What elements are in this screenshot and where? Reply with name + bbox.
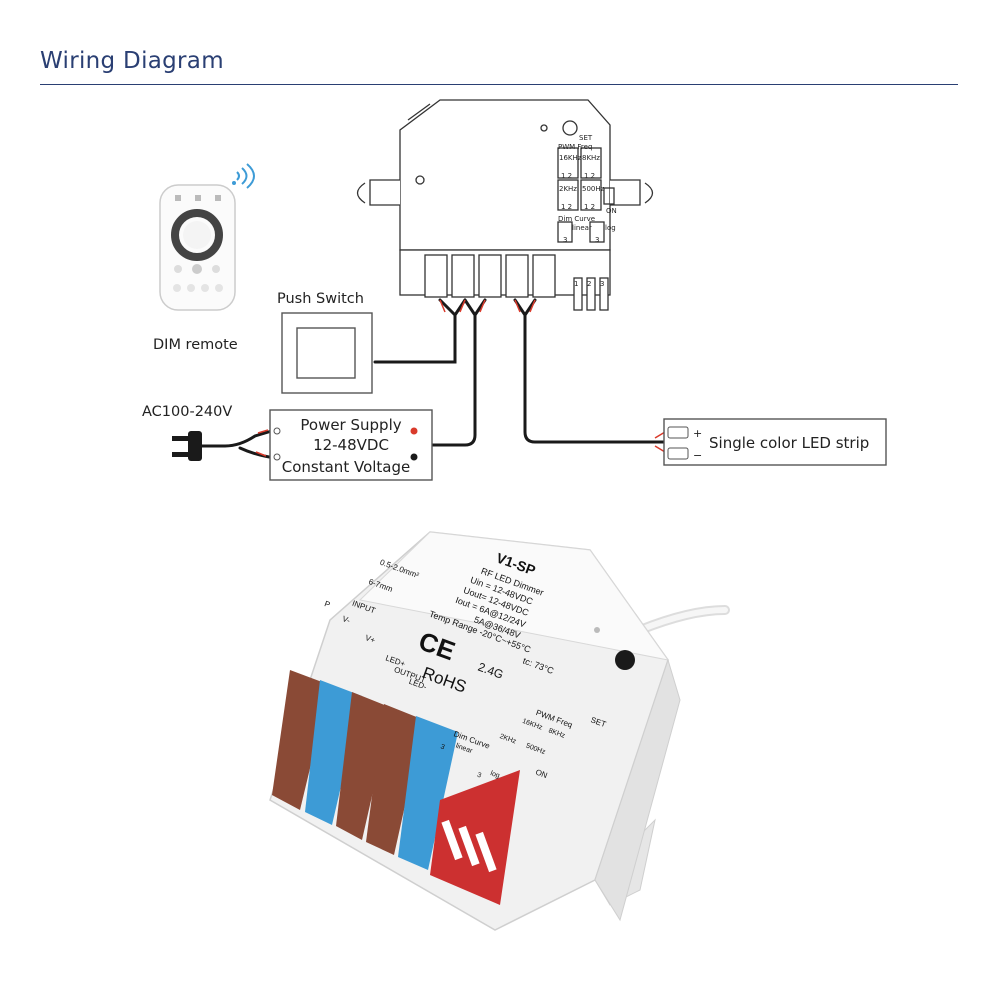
product-three-a: 3 [439,743,445,751]
module-8k: 8KHz [582,154,600,162]
title-divider [40,84,958,85]
remote-dial [171,209,223,261]
wireless-icon [236,163,255,189]
ribbon-connector [430,770,520,905]
module-dimcurve: Dim Curve [558,215,595,223]
module-dip-c: 1 2 [561,203,572,211]
wire-led [523,313,670,444]
wire-ac-a [193,428,277,448]
mount-tab-left [369,179,400,206]
led-indicator [415,175,425,185]
power-supply-box [269,409,433,481]
module-2k: 2KHz [559,185,577,193]
led-plus-sign: + [693,427,702,440]
ac-label: AC100-240V [142,404,232,420]
module-dip-d: 1 2 [584,203,595,211]
remote-label: DIM remote [153,337,238,353]
psu-line3: Constant Voltage [282,458,410,476]
product-set-button [615,650,635,670]
product-illustration: V1-SP RF LED Dimmer Uin = 12-48VDC Uout=… [269,531,730,931]
psu-line2: 12-48VDC [313,436,389,454]
module-log: log [605,224,616,232]
module-term-2: 2 [587,280,591,288]
mount-tab-right [610,179,641,206]
led-strip-label: Single color LED strip [709,434,869,452]
psu-term-l [273,427,281,435]
psu-term-minus [410,453,418,461]
module-set-label: SET [579,134,593,142]
psu-line1: Power Supply [300,416,401,434]
wire-switch [373,298,457,364]
product-three-b: 3 [476,772,482,780]
product-vminus: V- [341,614,351,625]
module-term-1: 1 [574,280,578,288]
led-pad-minus [667,447,689,460]
module-dip-b: 1 2 [584,172,595,180]
product-log: log [489,770,500,780]
led-strip-box [663,418,887,466]
module-three-a: 3 [563,236,567,244]
psu-term-plus [410,427,418,435]
led-pad-plus [667,426,689,439]
module-pwm-label: PWM Freq [558,143,592,151]
module-term-3: 3 [600,280,604,288]
wire-red-markers [255,299,666,457]
product-terminals [272,670,520,905]
wiring-diagram: SET PWM Freq 16KHz 8KHz 1 2 1 2 2KHz 500… [142,99,887,481]
module-linear: linear [572,224,592,232]
module-on: ON [606,207,617,215]
led-minus-sign: − [693,449,702,462]
set-button [562,120,578,136]
module-500: 500Hz [582,185,605,193]
product-vplus: V+ [364,633,377,645]
dim-remote [159,163,255,311]
product-on: ON [534,768,549,781]
module-three-b: 3 [595,236,599,244]
dimmer-module-drawing [356,99,654,311]
module-16k: 16KHz [559,154,582,162]
product-p: P [323,599,331,609]
module-dip-a: 1 2 [561,172,572,180]
push-switch-button [296,327,356,379]
page-title: Wiring Diagram [40,48,224,74]
ac-plug-icon [172,431,202,461]
wire-psu-plus [413,298,487,447]
push-switch-label: Push Switch [277,291,364,307]
psu-term-n [273,453,281,461]
